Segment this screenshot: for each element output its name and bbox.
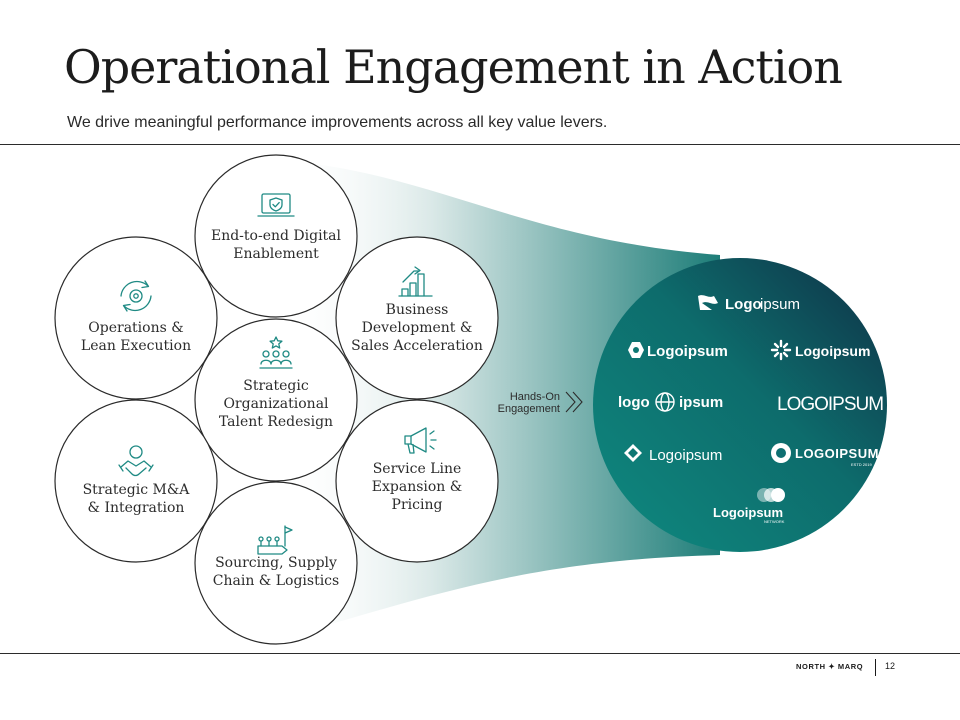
page-number: 12 bbox=[885, 661, 896, 671]
logo-4: logo ipsum bbox=[618, 392, 723, 412]
logo-4-right: ipsum bbox=[679, 394, 723, 411]
bottom-divider bbox=[0, 653, 960, 654]
logo-6: Logoipsum bbox=[624, 444, 722, 464]
lever-label-operations-line2: Lean Execution bbox=[81, 338, 191, 354]
lever-label-mna-line2: & Integration bbox=[88, 500, 185, 516]
footer-brand-logo: NORTH ✦ MARQ bbox=[796, 662, 864, 671]
double-chevron-right-icon bbox=[565, 391, 583, 413]
logo-3: Logoipsum bbox=[770, 339, 870, 361]
globe-logo-icon bbox=[655, 392, 675, 412]
lever-label-service-line3: Pricing bbox=[392, 497, 443, 513]
logo-1-suffix: ipsum bbox=[760, 296, 800, 313]
lever-label-service-line1: Service Line bbox=[373, 461, 462, 477]
top-divider bbox=[0, 144, 960, 145]
logo-3-name: Logoipsum bbox=[795, 343, 870, 359]
lever-label-digital-line1: End-to-end Digital bbox=[211, 228, 342, 244]
engagement-label-line1: Hands-On bbox=[510, 391, 560, 403]
lever-label-sourcing-line1: Sourcing, Supply bbox=[215, 555, 337, 571]
lion-badge-logo-icon bbox=[771, 443, 791, 463]
engagement-label-line2: Engagement bbox=[498, 403, 560, 415]
logo-8-tagline: NETWORK bbox=[764, 519, 785, 524]
gear-cycle-icon bbox=[120, 280, 152, 312]
logo-5: LOGOIPSUM bbox=[777, 394, 884, 415]
logo-7: LOGOIPSUM ESTD 2019 bbox=[771, 443, 879, 467]
megaphone-icon bbox=[404, 427, 437, 454]
team-star-icon bbox=[259, 336, 293, 369]
logo-2: Logoipsum bbox=[628, 342, 728, 360]
logo-5-name: LOGOIPSUM bbox=[777, 394, 883, 415]
growth-chart-icon bbox=[398, 266, 433, 297]
diamond-stack-logo-icon bbox=[624, 444, 642, 462]
lever-circle-mna[interactable]: Strategic M&A & Integration bbox=[54, 399, 218, 563]
lever-label-bizdev-line1: Business bbox=[386, 302, 449, 318]
lever-label-sourcing-line2: Chain & Logistics bbox=[213, 573, 339, 589]
logo-4-left: logo bbox=[618, 394, 650, 411]
logo-2-name: Logoipsum bbox=[647, 343, 728, 360]
footer-separator bbox=[875, 659, 876, 676]
logo-1: Logo ipsum bbox=[698, 295, 800, 313]
lever-label-talent-line1: Strategic bbox=[243, 378, 309, 394]
handshake-icon bbox=[118, 445, 154, 477]
logo-8-name: Logoipsum bbox=[713, 505, 783, 520]
lever-label-bizdev-line2: Development & bbox=[362, 320, 473, 336]
laptop-shield-icon bbox=[257, 193, 295, 217]
lever-label-talent-line2: Organizational bbox=[223, 396, 329, 412]
lever-label-mna-line1: Strategic M&A bbox=[83, 482, 191, 498]
logo-7-tagline: ESTD 2019 bbox=[851, 462, 872, 467]
supply-chain-flag-icon bbox=[257, 525, 293, 555]
lever-label-digital-line2: Enablement bbox=[233, 246, 319, 262]
logo-6-name: Logoipsum bbox=[649, 447, 722, 464]
page-title: Operational Engagement in Action bbox=[64, 40, 843, 94]
lever-label-operations-line1: Operations & bbox=[88, 320, 183, 336]
lever-circle-business-development[interactable]: Business Development & Sales Acceleratio… bbox=[335, 236, 499, 400]
portfolio-circle bbox=[593, 258, 887, 552]
lever-label-service-line2: Expansion & bbox=[372, 479, 462, 495]
lever-label-talent-line3: Talent Redesign bbox=[219, 414, 333, 430]
lever-circle-service-line[interactable]: Service Line Expansion & Pricing bbox=[335, 399, 499, 563]
logo-7-name: LOGOIPSUM bbox=[795, 446, 879, 461]
starburst-logo-icon bbox=[770, 339, 792, 361]
lever-circle-digital[interactable]: End-to-end Digital Enablement bbox=[194, 154, 358, 318]
lever-label-bizdev-line3: Sales Acceleration bbox=[351, 338, 483, 354]
lever-circle-operations[interactable]: Operations & Lean Execution bbox=[54, 236, 218, 400]
page-subtitle: We drive meaningful performance improvem… bbox=[67, 114, 608, 131]
logo-8: Logoipsum NETWORK bbox=[713, 488, 785, 524]
lever-circle-talent[interactable]: Strategic Organizational Talent Redesign bbox=[194, 318, 358, 482]
flag-logo-icon bbox=[698, 295, 718, 310]
circles-logo-icon bbox=[757, 488, 785, 502]
lever-circle-sourcing[interactable]: Sourcing, Supply Chain & Logistics bbox=[194, 481, 358, 645]
logo-1-prefix: Logo bbox=[725, 296, 762, 313]
hands-on-engagement: Hands-On Engagement bbox=[498, 391, 583, 415]
